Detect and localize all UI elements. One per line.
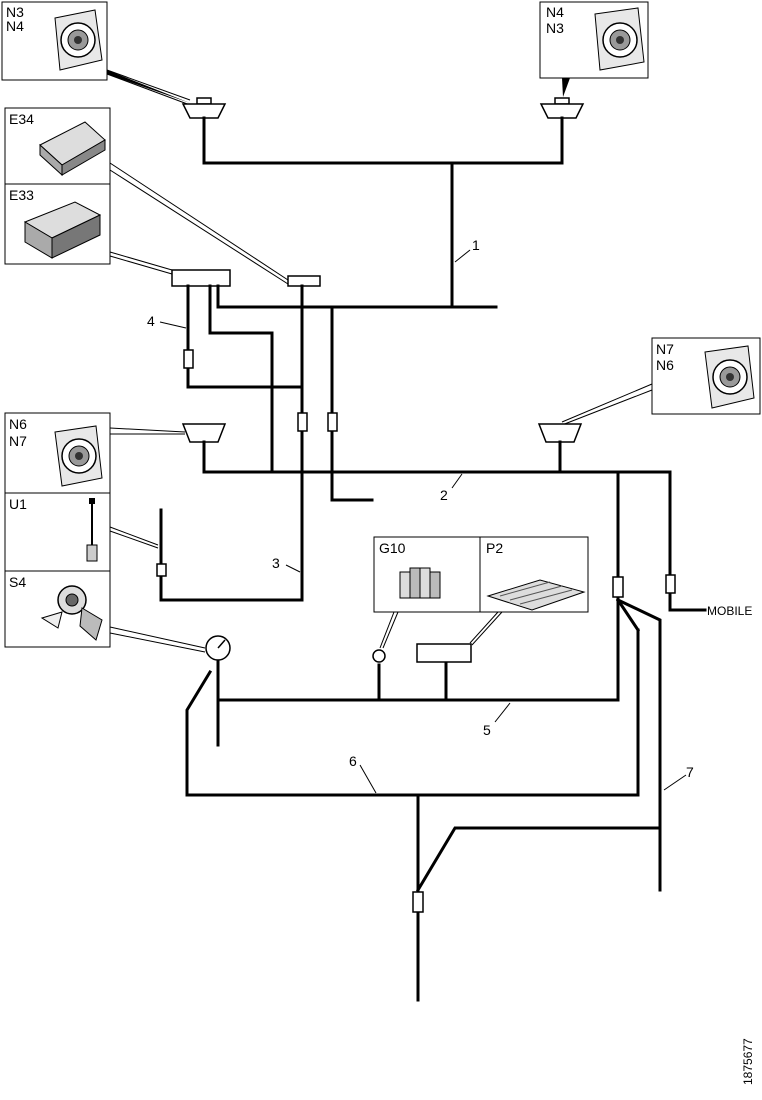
label-n4: N4: [6, 18, 24, 34]
speaker-icon: [54, 425, 103, 487]
cable-number-2: 2: [440, 487, 448, 503]
label-u1: U1: [9, 496, 27, 512]
component-box-n4-n3: N4 N3: [539, 1, 649, 79]
ignition-switch-icon: [40, 585, 103, 641]
antenna-icon: [86, 498, 98, 562]
component-box-e33: E33: [4, 183, 111, 265]
component-box-p2: P2: [479, 536, 589, 613]
speaker-icon: [704, 345, 755, 409]
panel-icon: [486, 579, 586, 611]
label-n7: N7: [9, 433, 27, 449]
cable-number-7: 7: [686, 764, 694, 780]
speaker-top-left: [181, 97, 227, 119]
leader-lines: [106, 69, 653, 653]
component-box-s4: S4: [4, 570, 111, 648]
inline-connectors: [156, 349, 676, 913]
control-unit-icon: [39, 121, 106, 177]
label-p2: P2: [486, 540, 503, 556]
cable-number-1: 1: [472, 237, 480, 253]
speaker-mid-left: [181, 423, 227, 443]
label-g10: G10: [379, 540, 406, 556]
label-n3: N3: [546, 20, 564, 36]
label-n6: N6: [9, 416, 27, 432]
component-box-g10: G10: [373, 536, 481, 613]
speaker-icon: [54, 9, 103, 71]
label-n3: N3: [6, 4, 24, 20]
speaker-top-right: [539, 97, 585, 119]
connector-e34: [287, 275, 321, 287]
figure-code: 1875677: [741, 1038, 755, 1085]
ignition-gauge: [205, 635, 231, 661]
component-box-u1: U1: [4, 492, 111, 572]
sensor-bulb: [372, 649, 386, 663]
label-n7: N7: [656, 341, 674, 357]
component-box-n7-n6: N7 N6: [651, 337, 761, 415]
cable-number-3: 3: [272, 555, 280, 571]
label-n6: N6: [656, 357, 674, 373]
cable-number-5: 5: [483, 722, 491, 738]
speaker-mid-right: [537, 423, 583, 443]
control-unit-icon: [23, 201, 102, 259]
label-e34: E34: [9, 111, 34, 127]
sensor-icon: [399, 567, 441, 599]
mobile-label: MOBILE: [707, 604, 752, 618]
speaker-icon: [594, 7, 645, 71]
cable-harness: [159, 116, 707, 1002]
cable-number-6: 6: [349, 753, 357, 769]
component-box-n3-n4: N3 N4: [1, 1, 108, 81]
label-e33: E33: [9, 187, 34, 203]
component-box-e34: E34: [4, 107, 111, 185]
cable-number-4: 4: [147, 313, 155, 329]
connector-e33: [171, 269, 231, 287]
cable-labels: 1 2 3 4 5 6 7: [147, 237, 694, 794]
label-n4: N4: [546, 4, 564, 20]
component-box-n6-n7: N6 N7: [4, 412, 111, 494]
label-s4: S4: [9, 574, 26, 590]
panel-unit: [416, 643, 472, 663]
